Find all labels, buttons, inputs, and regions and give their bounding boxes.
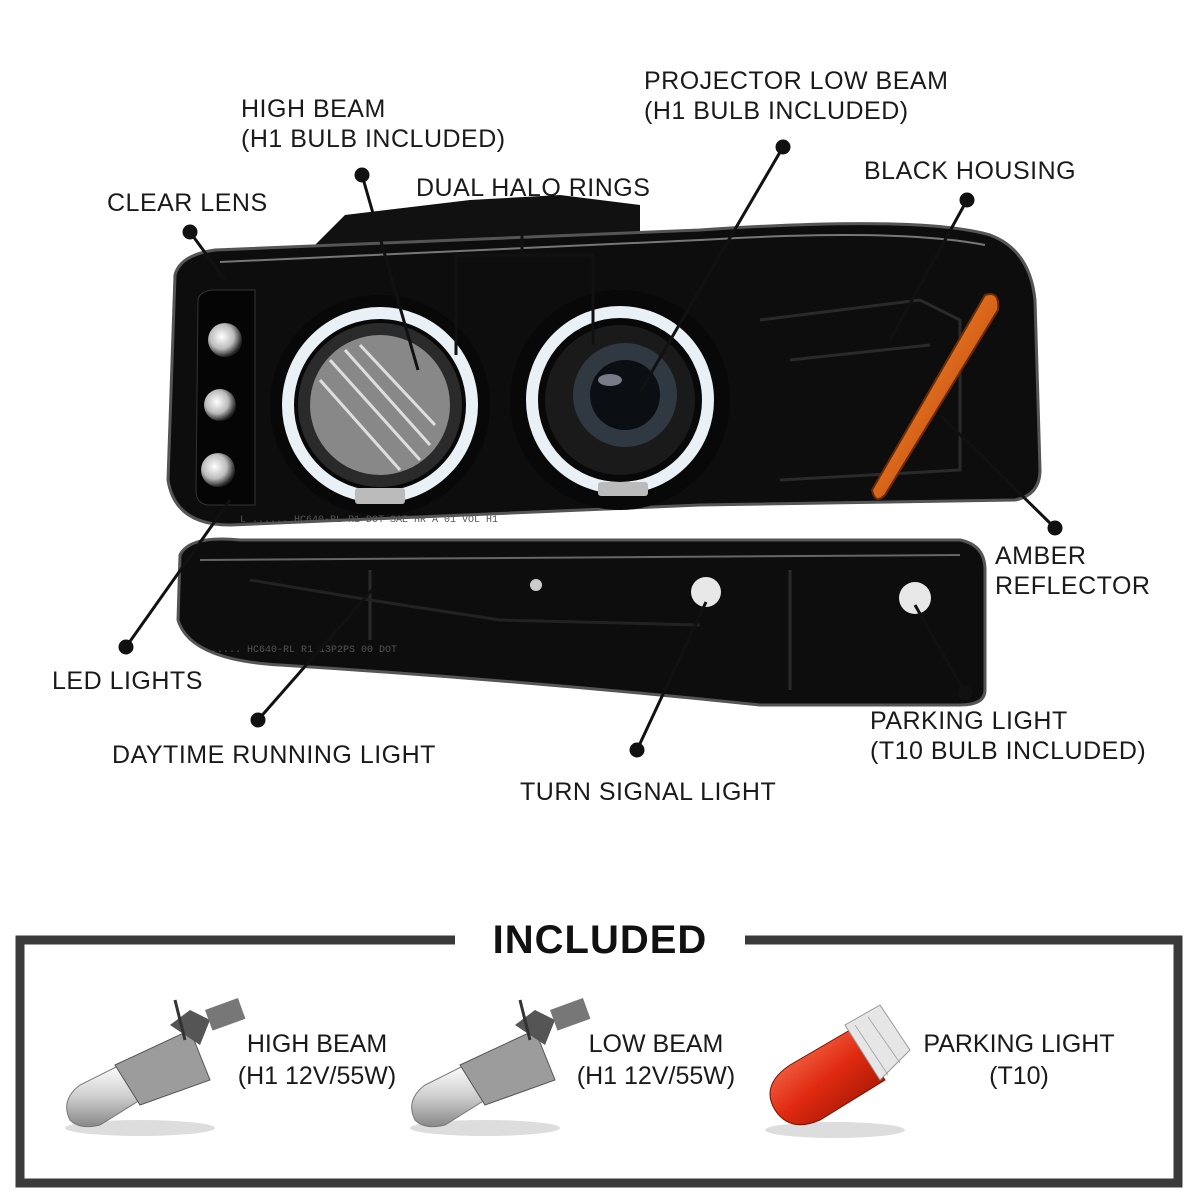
- included-item-high-beam: HIGH BEAM (H1 12V/55W): [237, 1028, 397, 1092]
- included-item-spec: (H1 12V/55W): [576, 1062, 736, 1090]
- bumper-light-assembly: ...... HC640-RL R1 13P2PS 00 DOT: [176, 537, 987, 707]
- callout-daytime-running-light: DAYTIME RUNNING LIGHT: [112, 741, 436, 769]
- included-item-name: LOW BEAM: [588, 1030, 724, 1058]
- callout-led-lights: LED LIGHTS: [52, 667, 203, 695]
- callout-high-beam-line2: (H1 BULB INCLUDED): [241, 125, 506, 153]
- included-item-spec: (H1 12V/55W): [237, 1062, 397, 1090]
- callout-parking-light: PARKING LIGHT (T10 BULB INCLUDED): [870, 706, 1146, 766]
- included-item-parking-light: PARKING LIGHT (T10): [920, 1028, 1118, 1092]
- turn-signal-socket: [691, 577, 721, 607]
- included-frame: [15, 935, 1183, 1188]
- callout-turn-signal-light: TURN SIGNAL LIGHT: [520, 778, 777, 806]
- callout-high-beam-line1: HIGH BEAM: [241, 95, 386, 123]
- callout-high-beam: HIGH BEAM (H1 BULB INCLUDED): [241, 94, 506, 154]
- parking-light-socket: [899, 582, 931, 614]
- included-item-name: HIGH BEAM: [246, 1030, 388, 1058]
- t10-bulb-icon: [765, 1004, 911, 1138]
- h1-bulb-icon: [410, 998, 591, 1136]
- h1-bulb-icon: [65, 998, 246, 1136]
- callout-projector-line1: PROJECTOR LOW BEAM: [644, 67, 949, 95]
- included-item-spec: (T10): [989, 1062, 1049, 1090]
- included-item-name: PARKING LIGHT: [923, 1030, 1115, 1058]
- led-light: [204, 389, 236, 421]
- callout-projector-low-beam: PROJECTOR LOW BEAM (H1 BULB INCLUDED): [644, 66, 948, 126]
- callout-projector-line2: (H1 BULB INCLUDED): [644, 97, 909, 125]
- headlight-assembly: L ...... HC640-RL R1 DOT SAE HR A 01 VOL…: [166, 195, 1042, 527]
- included-title: INCLUDED: [455, 918, 745, 963]
- svg-text:...... HC640-RL R1 13P2PS: ...... HC640-RL R1 13P2PS 00 DOT: [205, 645, 397, 656]
- callout-parking-line2: (T10 BULB INCLUDED): [870, 737, 1147, 765]
- led-light: [208, 323, 242, 357]
- led-light: [201, 453, 235, 487]
- callout-leaders: [118, 139, 1063, 758]
- callout-parking-line1: PARKING LIGHT: [870, 707, 1068, 735]
- included-item-low-beam: LOW BEAM (H1 12V/55W): [576, 1028, 736, 1092]
- callout-amber-line1: AMBER: [995, 542, 1087, 570]
- callout-amber-line2: REFLECTOR: [995, 572, 1151, 600]
- amber-reflector: [870, 293, 1000, 500]
- callout-amber-reflector: AMBER REFLECTOR: [995, 541, 1150, 601]
- callout-black-housing: BLACK HOUSING: [864, 157, 1077, 185]
- svg-text:L ...... HC640-RL R1 DOT SAE H: L ...... HC640-RL R1 DOT SAE HR A 01 VOL…: [240, 515, 498, 526]
- callout-dual-halo-rings: DUAL HALO RINGS: [416, 174, 651, 202]
- callout-clear-lens: CLEAR LENS: [107, 189, 268, 217]
